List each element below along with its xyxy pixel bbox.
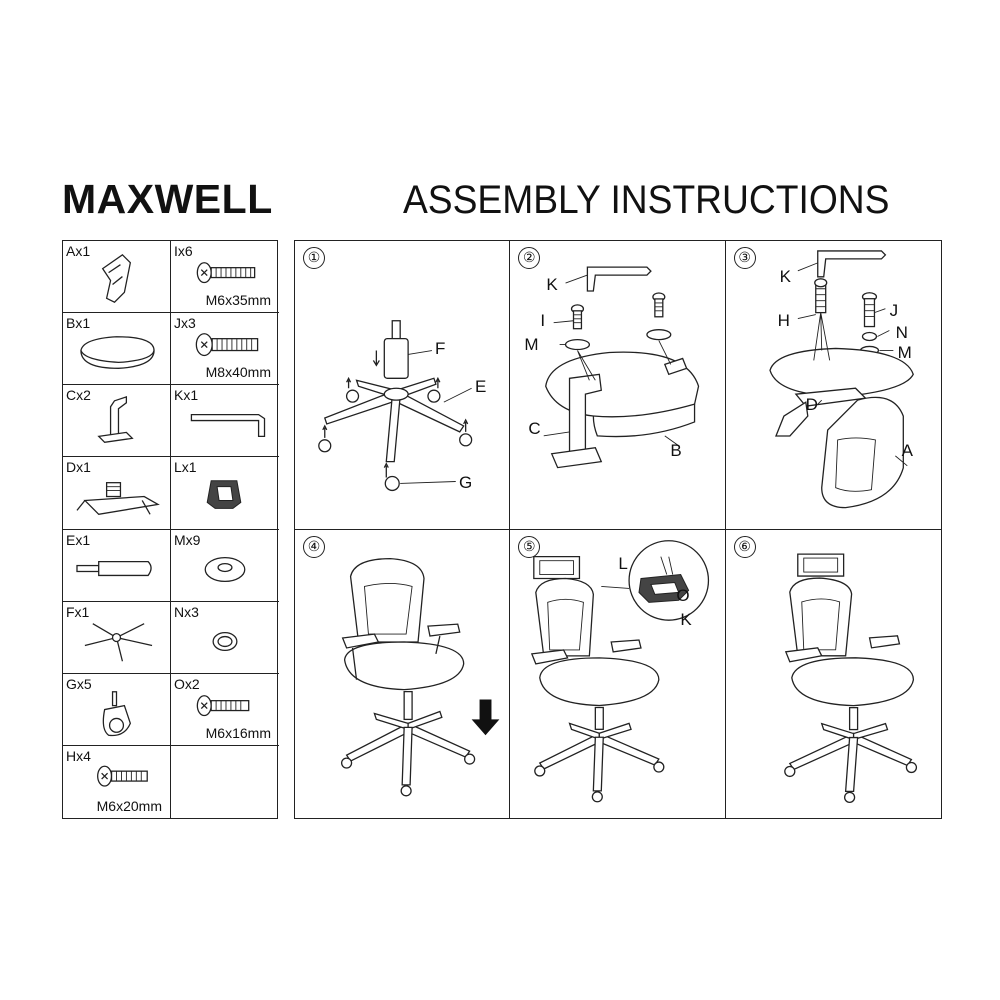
part-label-e: E	[475, 377, 487, 396]
step-4: ④	[295, 529, 511, 818]
part-m: Mx9	[171, 530, 279, 602]
step-number: ⑤	[518, 535, 541, 558]
assembly-steps: ① F E G ②	[294, 240, 942, 819]
seat-cushion-icon	[80, 336, 155, 370]
parts-list: Ax1 Ix6 M6x35mm Bx1 Jx3 M8x4	[62, 240, 279, 819]
step-number: ②	[518, 247, 541, 269]
bolt-icon	[196, 262, 256, 284]
allen-key-icon	[190, 414, 266, 438]
part-c: Cx2	[63, 385, 171, 458]
mechanism-backrest-diagram	[768, 250, 914, 509]
part-label-i: I	[540, 311, 546, 330]
step-5: ⑤ L O K	[510, 529, 726, 818]
step-number: ④	[303, 535, 325, 558]
part-o: Ox2 M6x16mm	[171, 674, 279, 746]
part-size: M8x40mm	[205, 364, 271, 381]
part-qty: Ox2	[174, 675, 200, 692]
spring-washer-icon	[212, 631, 238, 651]
part-label-f: F	[435, 339, 446, 358]
part-label-b: B	[670, 441, 682, 460]
part-n: Nx3	[171, 602, 279, 674]
washer-icon	[204, 556, 246, 582]
step-6: ⑥	[726, 530, 941, 819]
part-e: Ex1	[63, 529, 171, 602]
part-label-m: M	[897, 343, 912, 362]
part-qty: Nx3	[174, 603, 199, 620]
part-qty: Mx9	[174, 531, 201, 548]
seat-mechanism-icon	[76, 482, 160, 516]
step-1: ① F E G	[295, 241, 511, 530]
part-label-a: A	[901, 441, 913, 460]
part-k: Kx1	[171, 385, 279, 458]
part-a: Ax1	[63, 241, 171, 314]
part-size: M6x35mm	[205, 292, 271, 309]
brand-name: MAXWELL	[62, 176, 273, 222]
part-label-k: K	[779, 267, 791, 286]
arrow-down-icon	[471, 699, 500, 735]
bolt-icon	[195, 333, 259, 357]
part-g: Gx5	[63, 673, 171, 746]
part-label-l: L	[618, 553, 628, 573]
part-label-g: G	[459, 473, 473, 492]
bolt-icon	[196, 694, 250, 716]
caster-icon	[102, 690, 132, 736]
part-qty: Dx1	[66, 459, 91, 476]
part-i: Ix6 M6x35mm	[171, 241, 279, 314]
part-label-h: H	[777, 311, 790, 330]
part-qty: Jx3	[174, 315, 196, 332]
part-qty: Ax1	[66, 243, 91, 259]
part-j: Jx3 M8x40mm	[171, 313, 279, 386]
step-number: ③	[733, 247, 756, 269]
step-number: ①	[303, 247, 325, 269]
part-qty: Ix6	[174, 243, 193, 259]
part-qty: Gx5	[66, 675, 92, 692]
part-size: M6x16mm	[205, 724, 271, 741]
step-number: ⑥	[733, 535, 756, 558]
part-b: Bx1	[63, 313, 171, 386]
part-qty: Lx1	[174, 459, 197, 476]
part-label-k: K	[546, 275, 558, 294]
gas-cylinder-icon	[76, 560, 152, 576]
star-base-icon	[84, 622, 153, 662]
step-2: ② K I M C B	[510, 241, 726, 530]
part-f: Fx1	[63, 601, 171, 674]
part-label-k: K	[680, 609, 692, 629]
armrest-bracket-diagram	[543, 266, 700, 469]
part-qty: Cx2	[66, 387, 91, 404]
part-h: Hx4 M6x20mm	[63, 745, 171, 818]
part-qty: Ex1	[66, 531, 91, 548]
part-qty: Fx1	[66, 603, 90, 620]
part-d: Dx1	[63, 457, 171, 530]
base-assembly-diagram	[318, 320, 473, 492]
chair-without-headrest-diagram	[340, 557, 500, 796]
armrest-icon	[101, 253, 132, 304]
part-qty: Kx1	[174, 387, 199, 404]
part-label-d: D	[805, 395, 818, 414]
part-qty: Hx4	[66, 747, 91, 764]
part-label-m: M	[524, 335, 539, 354]
part-label-c: C	[528, 419, 541, 438]
part-qty: Bx1	[66, 315, 91, 332]
part-size: M6x20mm	[96, 798, 162, 814]
part-label-o: O	[676, 585, 690, 605]
bolt-icon	[97, 765, 148, 787]
armrest-bracket-icon	[97, 396, 134, 444]
completed-chair-diagram	[783, 552, 917, 803]
part-label-j: J	[889, 301, 899, 320]
document-title: ASSEMBLY INSTRUCTIONS	[403, 178, 890, 222]
headrest-attachment-diagram	[531, 539, 710, 802]
part-label-n: N	[895, 323, 908, 342]
headrest-clip-icon	[206, 480, 242, 510]
part-l: Lx1	[171, 457, 279, 530]
step-3: ③ K H	[725, 241, 941, 530]
empty-cell	[171, 746, 279, 818]
